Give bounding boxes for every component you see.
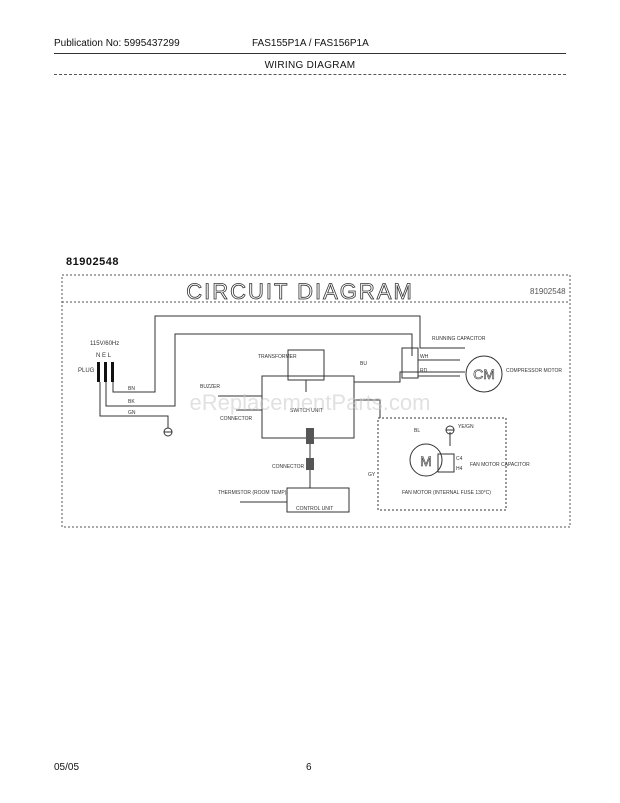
label-fan-cap-h: H4	[456, 466, 463, 472]
label-thermistor: THERMISTOR (ROOM TEMP)	[218, 490, 287, 496]
wire-gy	[354, 399, 381, 418]
model-numbers: FAS155P1A / FAS156P1A	[252, 38, 369, 49]
plug-label: PLUG	[78, 368, 95, 374]
label-running-capacitor: RUNNING CAPACITOR	[432, 336, 486, 342]
label-compressor-motor: COMPRESSOR MOTOR	[506, 368, 562, 374]
label-connector: CONNECTOR	[220, 416, 253, 422]
power-terminals: N E L	[96, 353, 112, 359]
header-rule	[54, 53, 566, 54]
watermark: eReplacementParts.com	[190, 390, 431, 415]
page-number: 6	[306, 762, 312, 773]
compressor-symbol: CM	[473, 366, 495, 382]
label-switch-unit: SWITCH UNIT	[290, 408, 323, 414]
connector-lower	[306, 458, 314, 470]
label-bk: BK	[128, 399, 135, 405]
wire-bk	[105, 333, 413, 407]
control-unit-box	[286, 487, 350, 513]
diagram-title: CIRCUIT DIAGRAM	[186, 279, 414, 304]
label-control-unit: CONTROL UNIT	[296, 506, 333, 512]
diagram-document-number: 81902548	[66, 256, 119, 268]
label-rd: RD	[420, 368, 428, 374]
publication-number: Publication No: 5995437299	[54, 38, 180, 49]
label-fan-cap-c: C4	[456, 456, 463, 462]
fan-capacitor	[437, 453, 455, 473]
fan-motor-circle	[409, 443, 443, 477]
label-bn: BN	[128, 386, 135, 392]
title-rule	[54, 74, 566, 75]
ground-symbol-plug	[163, 427, 173, 437]
plug-pin-l	[111, 362, 114, 382]
label-fan-motor-caption: FAN MOTOR (INTERNAL FUSE 130°C)	[402, 490, 491, 496]
corner-code: 81902548	[530, 287, 566, 296]
label-buzzer: BUZZER	[200, 384, 220, 390]
label-transformer: TRANSFORMER	[258, 354, 297, 360]
label-ye-gn: YE/GN	[458, 424, 474, 430]
wire-bn	[112, 315, 465, 393]
power-rating: 115V/60Hz	[90, 341, 119, 347]
plug-pin-n	[97, 362, 100, 382]
diagram-frame	[61, 274, 571, 528]
plug-pin-e	[104, 362, 107, 382]
label-bl: BL	[414, 428, 420, 434]
running-capacitor	[401, 347, 419, 379]
fan-motor-symbol: M	[420, 453, 432, 469]
connector-upper	[306, 428, 314, 444]
compressor-motor-circle	[465, 355, 503, 393]
page-title: WIRING DIAGRAM	[264, 60, 356, 71]
label-wh: WH	[420, 354, 429, 360]
label-gy: GY	[368, 472, 376, 478]
label-fan-motor-capacitor: FAN MOTOR CAPACITOR	[470, 462, 530, 468]
label-bu: BU	[360, 361, 367, 367]
ground-symbol-fan	[445, 425, 455, 435]
label-gn: GN	[128, 410, 136, 416]
fan-motor-box	[377, 417, 507, 511]
label-connector-2: CONNECTOR	[272, 464, 305, 470]
footer-date: 05/05	[54, 762, 80, 773]
wire-bu	[354, 371, 465, 383]
wire-gn	[99, 382, 169, 428]
